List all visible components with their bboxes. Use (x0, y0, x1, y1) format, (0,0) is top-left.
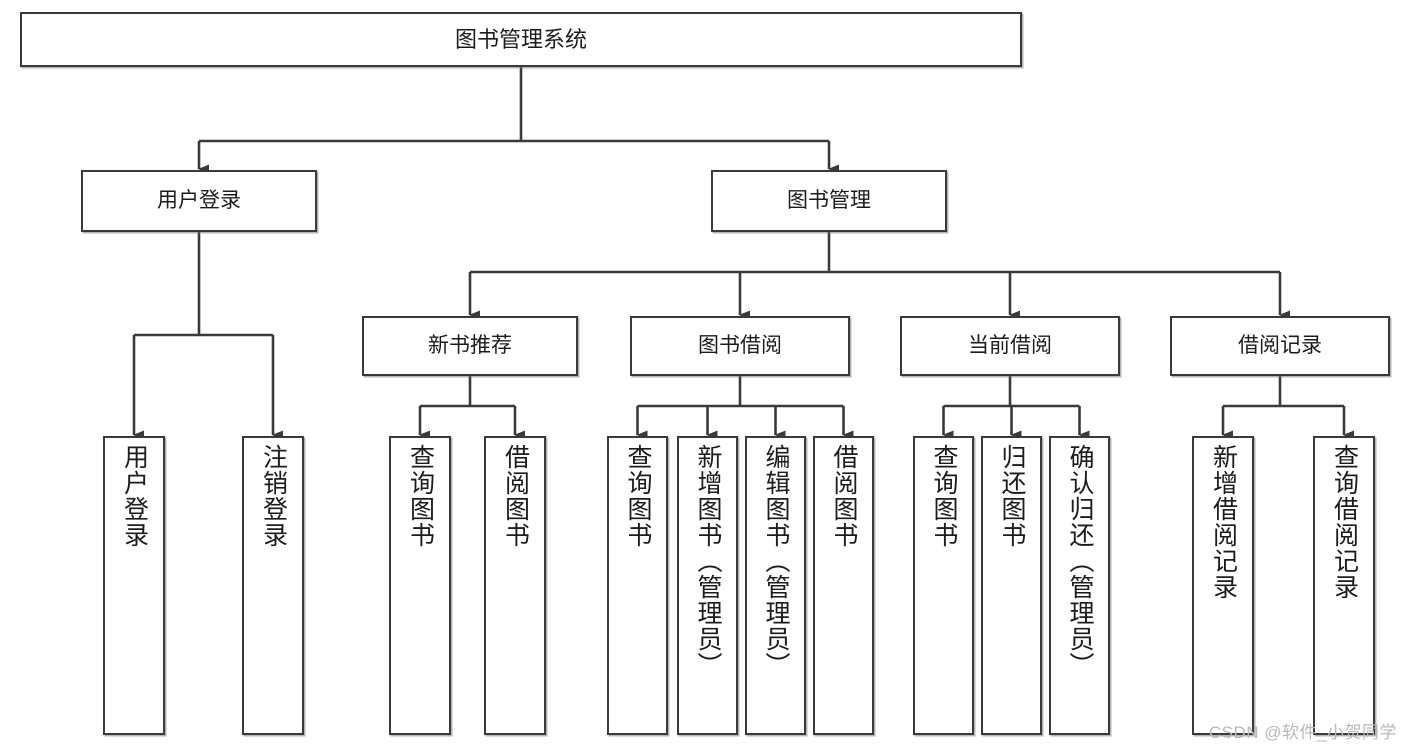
leaf-add-borrow-record[interactable]: 新增借阅记录 (1192, 436, 1254, 735)
node-book-management[interactable]: 图书管理 (711, 170, 947, 232)
leaf-query-borrow-record[interactable]: 查询借阅记录 (1313, 436, 1375, 735)
node-root-label: 图书管理系统 (454, 26, 587, 52)
node-user-login[interactable]: 用户登录 (81, 170, 317, 232)
leaf-borrow-book-recommend-label: 借阅图书 (501, 444, 530, 548)
node-root[interactable]: 图书管理系统 (20, 12, 1022, 67)
leaf-borrow-book-recommend[interactable]: 借阅图书 (484, 436, 546, 735)
node-book-management-label: 图书管理 (787, 188, 871, 212)
leaf-query-book-label: 查询图书 (624, 444, 652, 548)
leaf-query-borrow-record-label: 查询借阅记录 (1330, 444, 1359, 600)
leaf-query-book-recommend-label: 查询图书 (406, 444, 435, 548)
node-current-borrow[interactable]: 当前借阅 (900, 316, 1120, 376)
leaf-add-book-admin[interactable]: 新增图书（管理员） (677, 436, 738, 735)
node-book-borrow-label: 图书借阅 (698, 333, 782, 357)
node-user-login-label: 用户登录 (157, 188, 241, 212)
leaf-edit-book-admin-label: 编辑图书（管理员） (762, 444, 790, 678)
node-new-book-recommend-label: 新书推荐 (428, 333, 512, 357)
leaf-logout-label: 注销登录 (259, 444, 288, 548)
leaf-borrow-book[interactable]: 借阅图书 (813, 436, 874, 735)
node-book-borrow[interactable]: 图书借阅 (630, 316, 850, 376)
leaf-user-login-label: 用户登录 (120, 444, 149, 548)
node-current-borrow-label: 当前借阅 (968, 333, 1052, 357)
node-borrow-record[interactable]: 借阅记录 (1170, 316, 1390, 376)
leaf-query-book-current-label: 查询图书 (930, 444, 958, 548)
leaf-user-login[interactable]: 用户登录 (103, 436, 165, 735)
leaf-return-book[interactable]: 归还图书 (981, 436, 1042, 735)
leaf-confirm-return-admin-label: 确认归还（管理员） (1066, 444, 1094, 678)
watermark: CSDN @软件_小贺同学 (1208, 723, 1397, 742)
node-borrow-record-label: 借阅记录 (1238, 333, 1322, 357)
leaf-query-book[interactable]: 查询图书 (607, 436, 668, 735)
leaf-query-book-recommend[interactable]: 查询图书 (389, 436, 451, 735)
leaf-add-book-admin-label: 新增图书（管理员） (694, 444, 722, 678)
leaf-query-book-current[interactable]: 查询图书 (913, 436, 974, 735)
leaf-confirm-return-admin[interactable]: 确认归还（管理员） (1049, 436, 1110, 735)
leaf-borrow-book-label: 借阅图书 (830, 444, 858, 548)
leaf-logout[interactable]: 注销登录 (242, 436, 304, 735)
node-new-book-recommend[interactable]: 新书推荐 (362, 316, 578, 376)
leaf-add-borrow-record-label: 新增借阅记录 (1209, 444, 1238, 600)
leaf-edit-book-admin[interactable]: 编辑图书（管理员） (745, 436, 806, 735)
leaf-return-book-label: 归还图书 (998, 444, 1026, 548)
